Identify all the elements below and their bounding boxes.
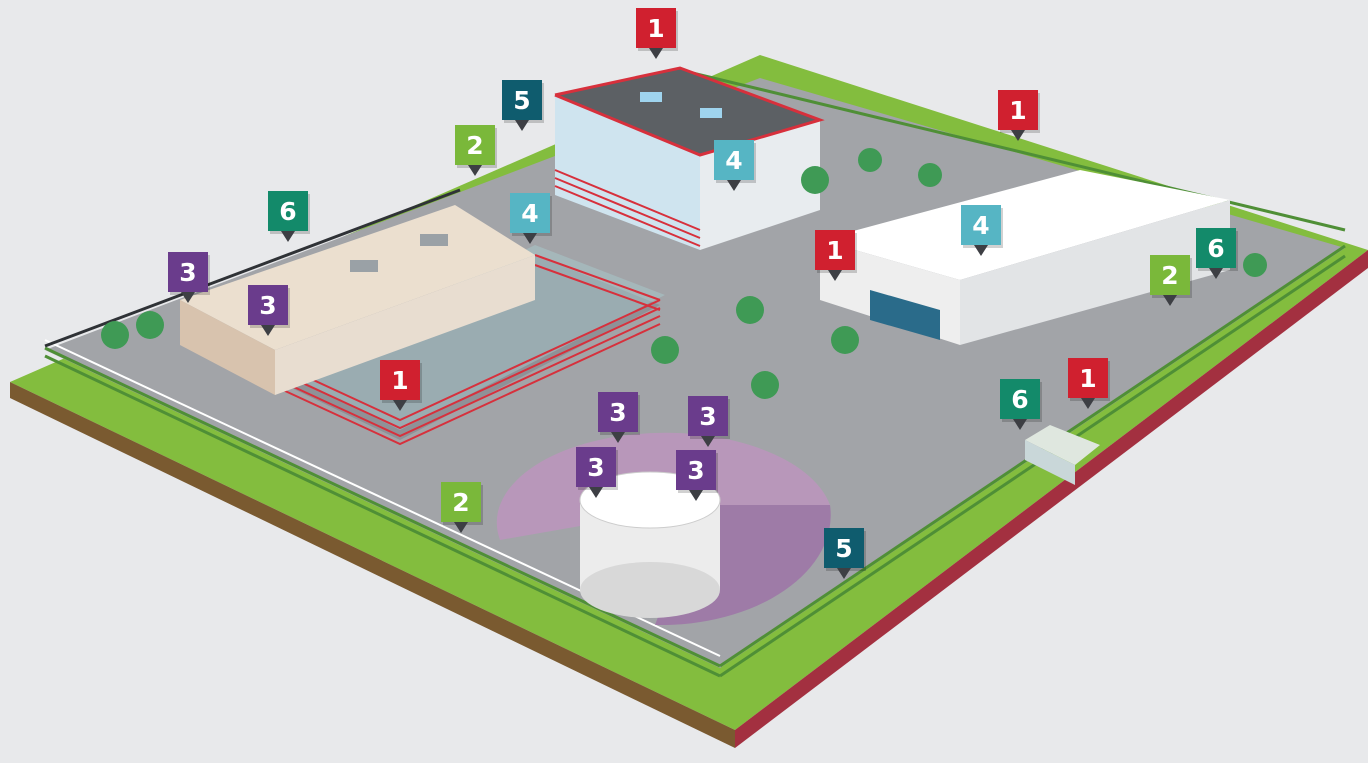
marker-1[interactable]: 1 [815, 230, 855, 281]
marker-2[interactable]: 2 [455, 125, 495, 176]
marker-3[interactable]: 3 [688, 396, 728, 447]
marker-3[interactable]: 3 [168, 252, 208, 303]
marker-1[interactable]: 1 [998, 90, 1038, 141]
marker-5[interactable]: 5 [824, 528, 864, 579]
marker-3[interactable]: 3 [248, 285, 288, 336]
marker-3[interactable]: 3 [598, 392, 638, 443]
marker-6[interactable]: 6 [1196, 228, 1236, 279]
marker-6[interactable]: 6 [1000, 379, 1040, 430]
marker-5[interactable]: 5 [502, 80, 542, 131]
marker-1[interactable]: 1 [636, 8, 676, 59]
marker-3[interactable]: 3 [676, 450, 716, 501]
guard-house [1025, 425, 1100, 485]
marker-4[interactable]: 4 [961, 205, 1001, 256]
marker-4[interactable]: 4 [510, 193, 550, 244]
marker-3[interactable]: 3 [576, 447, 616, 498]
right-buildings [820, 170, 1230, 345]
marker-2[interactable]: 2 [1150, 255, 1190, 306]
dark-mesh-fence [44, 188, 461, 348]
trees [101, 148, 1267, 399]
marker-1[interactable]: 1 [1068, 358, 1108, 409]
marker-4[interactable]: 4 [714, 140, 754, 191]
marker-1[interactable]: 1 [380, 360, 420, 411]
marker-2[interactable]: 2 [441, 482, 481, 533]
marker-6[interactable]: 6 [268, 191, 308, 242]
